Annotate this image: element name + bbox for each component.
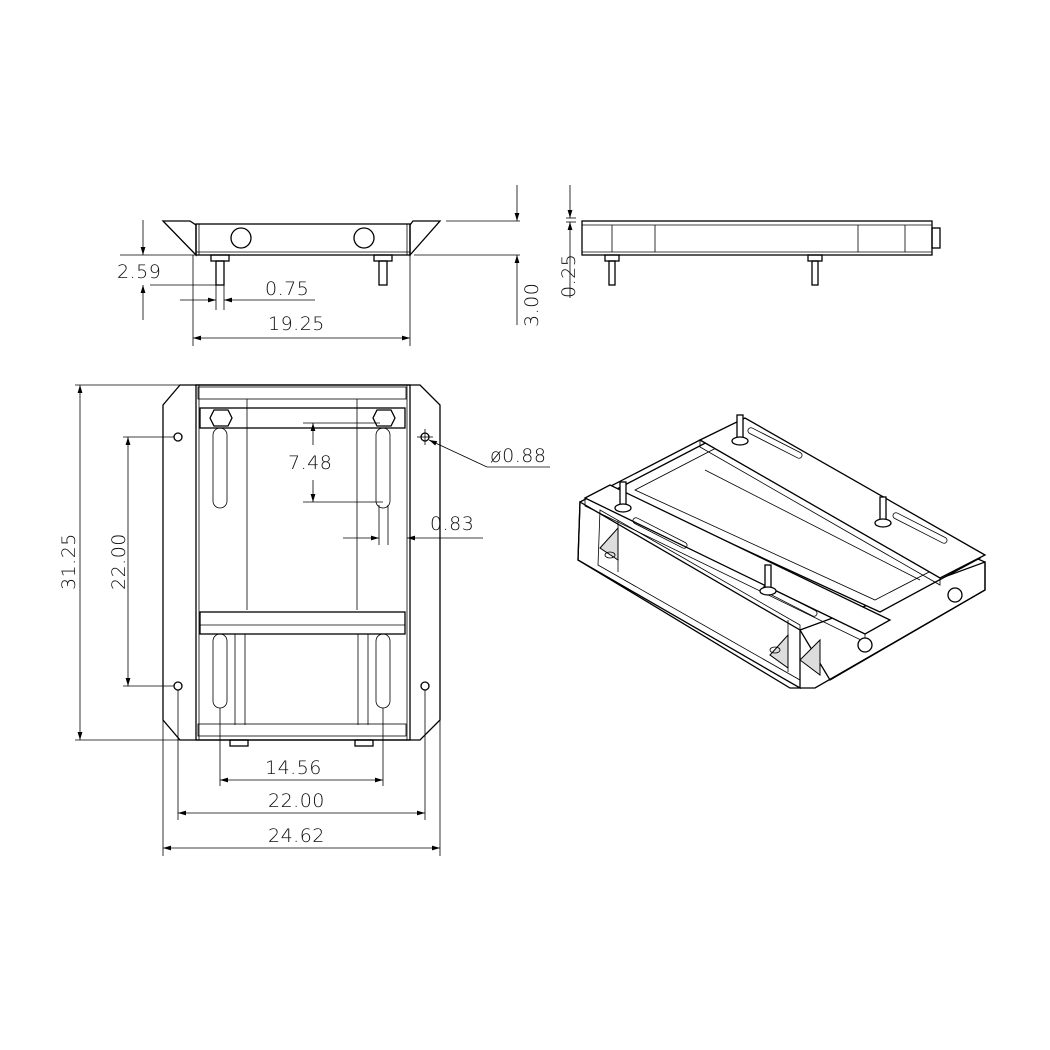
dim-bolt-diameter: 0.75 [265, 278, 309, 300]
nut-icon [947, 587, 963, 603]
stud-bolt-icon [731, 414, 749, 446]
dim-overall-height: 3.00 [521, 283, 543, 327]
dim-hole-spacing-vertical: 22.00 [108, 533, 130, 590]
mounting-hole-icon [173, 681, 183, 691]
dim-bolt-height: 2.59 [117, 261, 161, 283]
stud-bolt-icon [614, 481, 632, 513]
dim-overall-length: 31.25 [58, 533, 80, 590]
side-view: 0.25 [558, 185, 941, 298]
stud-bolt-icon [759, 564, 777, 596]
nut-icon [857, 637, 873, 653]
mounting-hole-icon [173, 432, 183, 442]
mounting-hole-icon [420, 681, 430, 691]
hole-icon [353, 227, 375, 249]
dim-overall-width: 24.62 [268, 825, 325, 847]
dim-hole-diameter: ø0.88 [490, 445, 546, 467]
dim-plate-thickness: 0.25 [558, 254, 580, 298]
front-view: 2.59 0.75 19.25 3.00 [117, 185, 543, 346]
dim-hole-spacing-horizontal: 22.00 [268, 790, 325, 812]
dim-slot-width: 0.83 [430, 513, 474, 535]
dim-body-width: 19.25 [268, 313, 325, 335]
dim-slot-length: 7.48 [288, 452, 332, 474]
hole-icon [230, 227, 252, 249]
top-view: 31.25 22.00 7.48 0.83 ø0.88 14.56 22.00 … [58, 384, 550, 856]
isometric-view [577, 414, 987, 690]
stud-bolt-icon [874, 496, 892, 528]
dim-bolt-spacing: 14.56 [265, 757, 322, 779]
